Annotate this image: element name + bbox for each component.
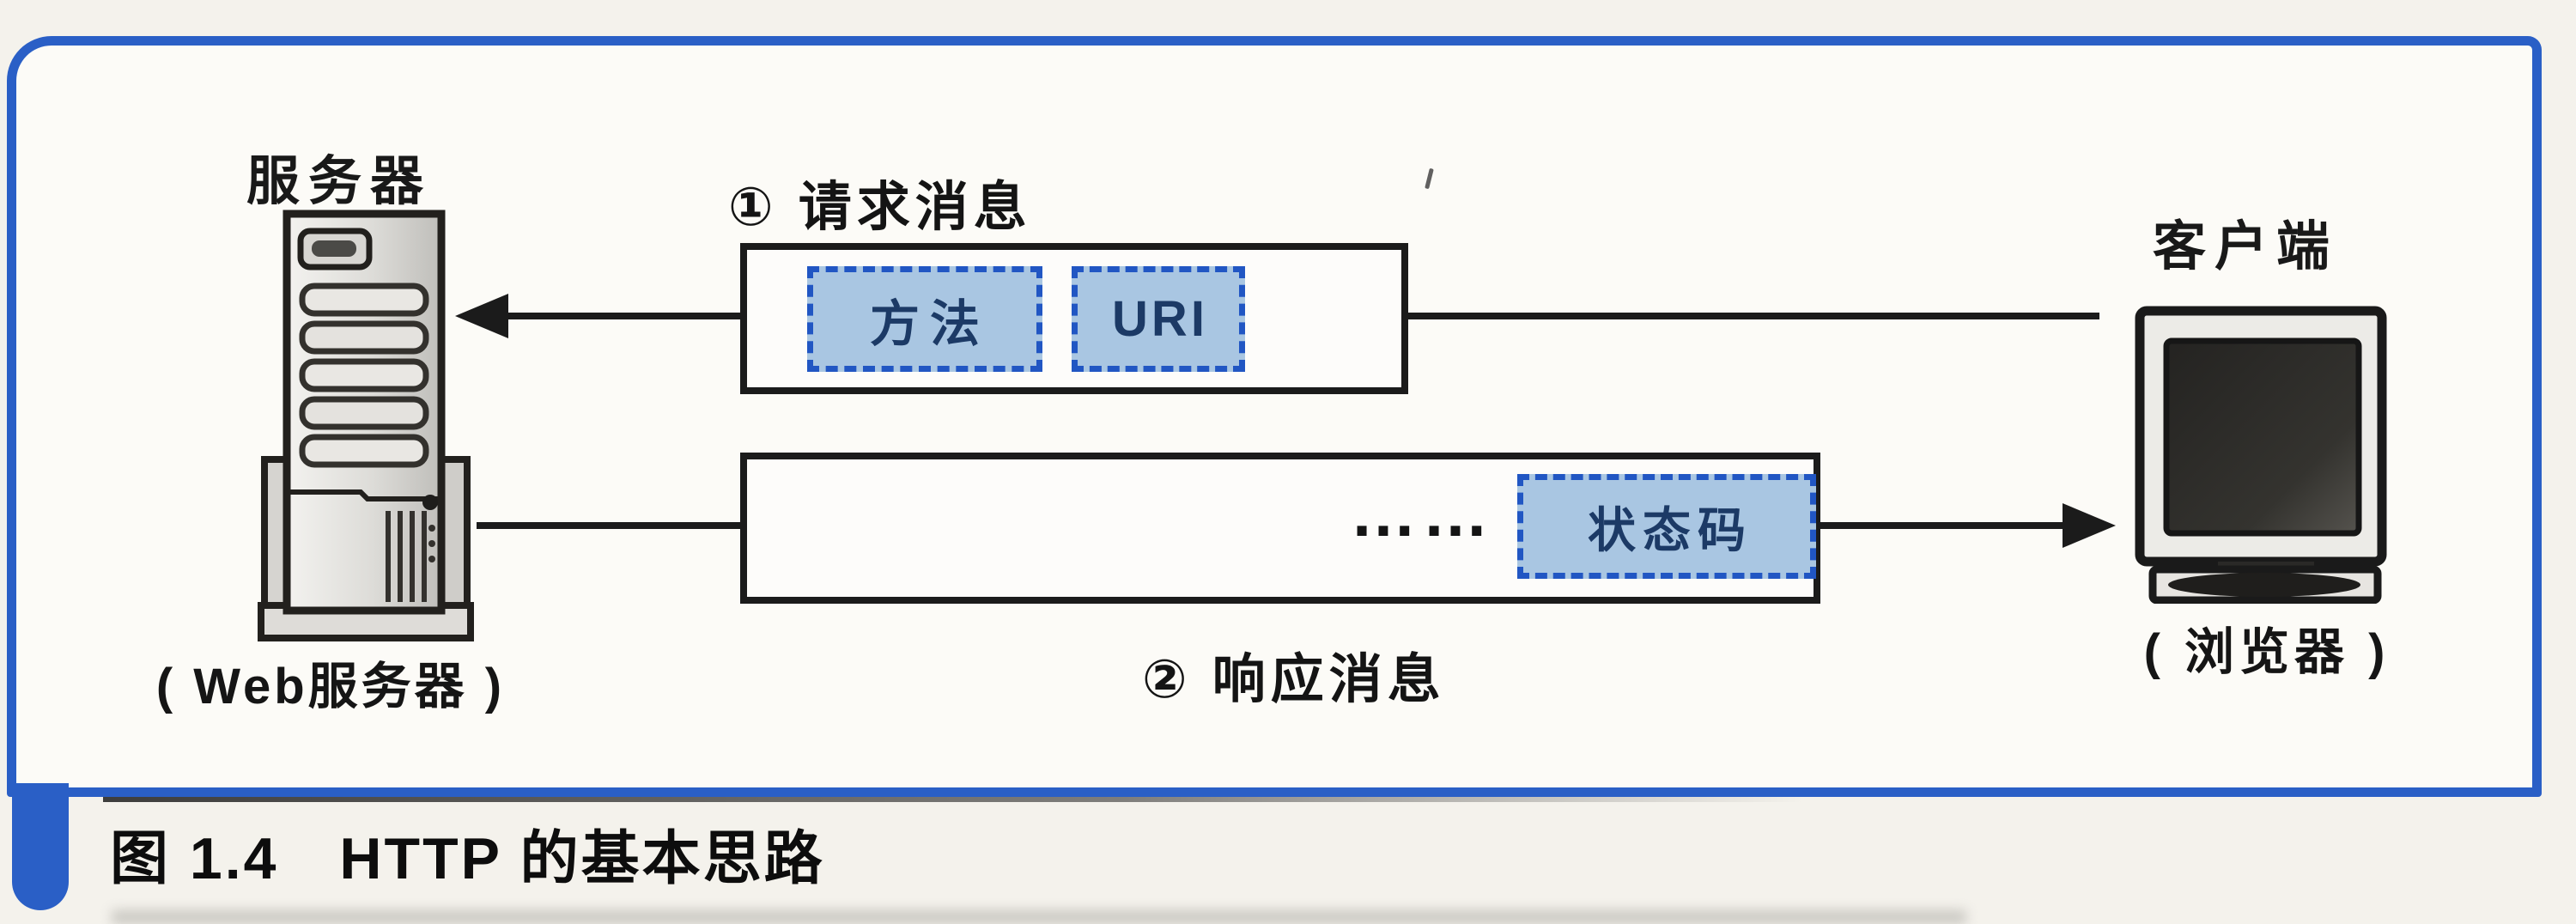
response-status-label: 状态码 (1588, 502, 1753, 557)
frame-shadow-line (103, 797, 1803, 802)
caption-bullet-bar (12, 783, 69, 910)
request-method-panel: 方法 (807, 266, 1042, 372)
server-icon (258, 209, 474, 649)
response-status-panel: 状态码 (1517, 474, 1816, 579)
server-subtitle: ( Web服务器 ) (155, 659, 506, 714)
next-content-hint (112, 910, 1966, 924)
request-step-label: ① 请求消息 (728, 178, 1032, 237)
server-title: 服务器 (246, 152, 432, 211)
client-title: 客户端 (2152, 217, 2338, 277)
request-method-label: 方法 (869, 295, 990, 352)
response-step-label: ② 响应消息 (1142, 650, 1446, 709)
request-arrowhead-icon (455, 294, 508, 338)
response-ellipsis: …… (1350, 475, 1494, 550)
request-uri-label: URI (1112, 291, 1208, 347)
response-arrowhead-icon (2063, 503, 2116, 548)
client-subtitle: ( 浏览器 ) (2143, 624, 2391, 680)
figure-caption: 图 1.4 HTTP 的基本思路 (110, 826, 825, 891)
request-uri-panel: URI (1072, 266, 1245, 372)
monitor-icon (2134, 305, 2397, 608)
